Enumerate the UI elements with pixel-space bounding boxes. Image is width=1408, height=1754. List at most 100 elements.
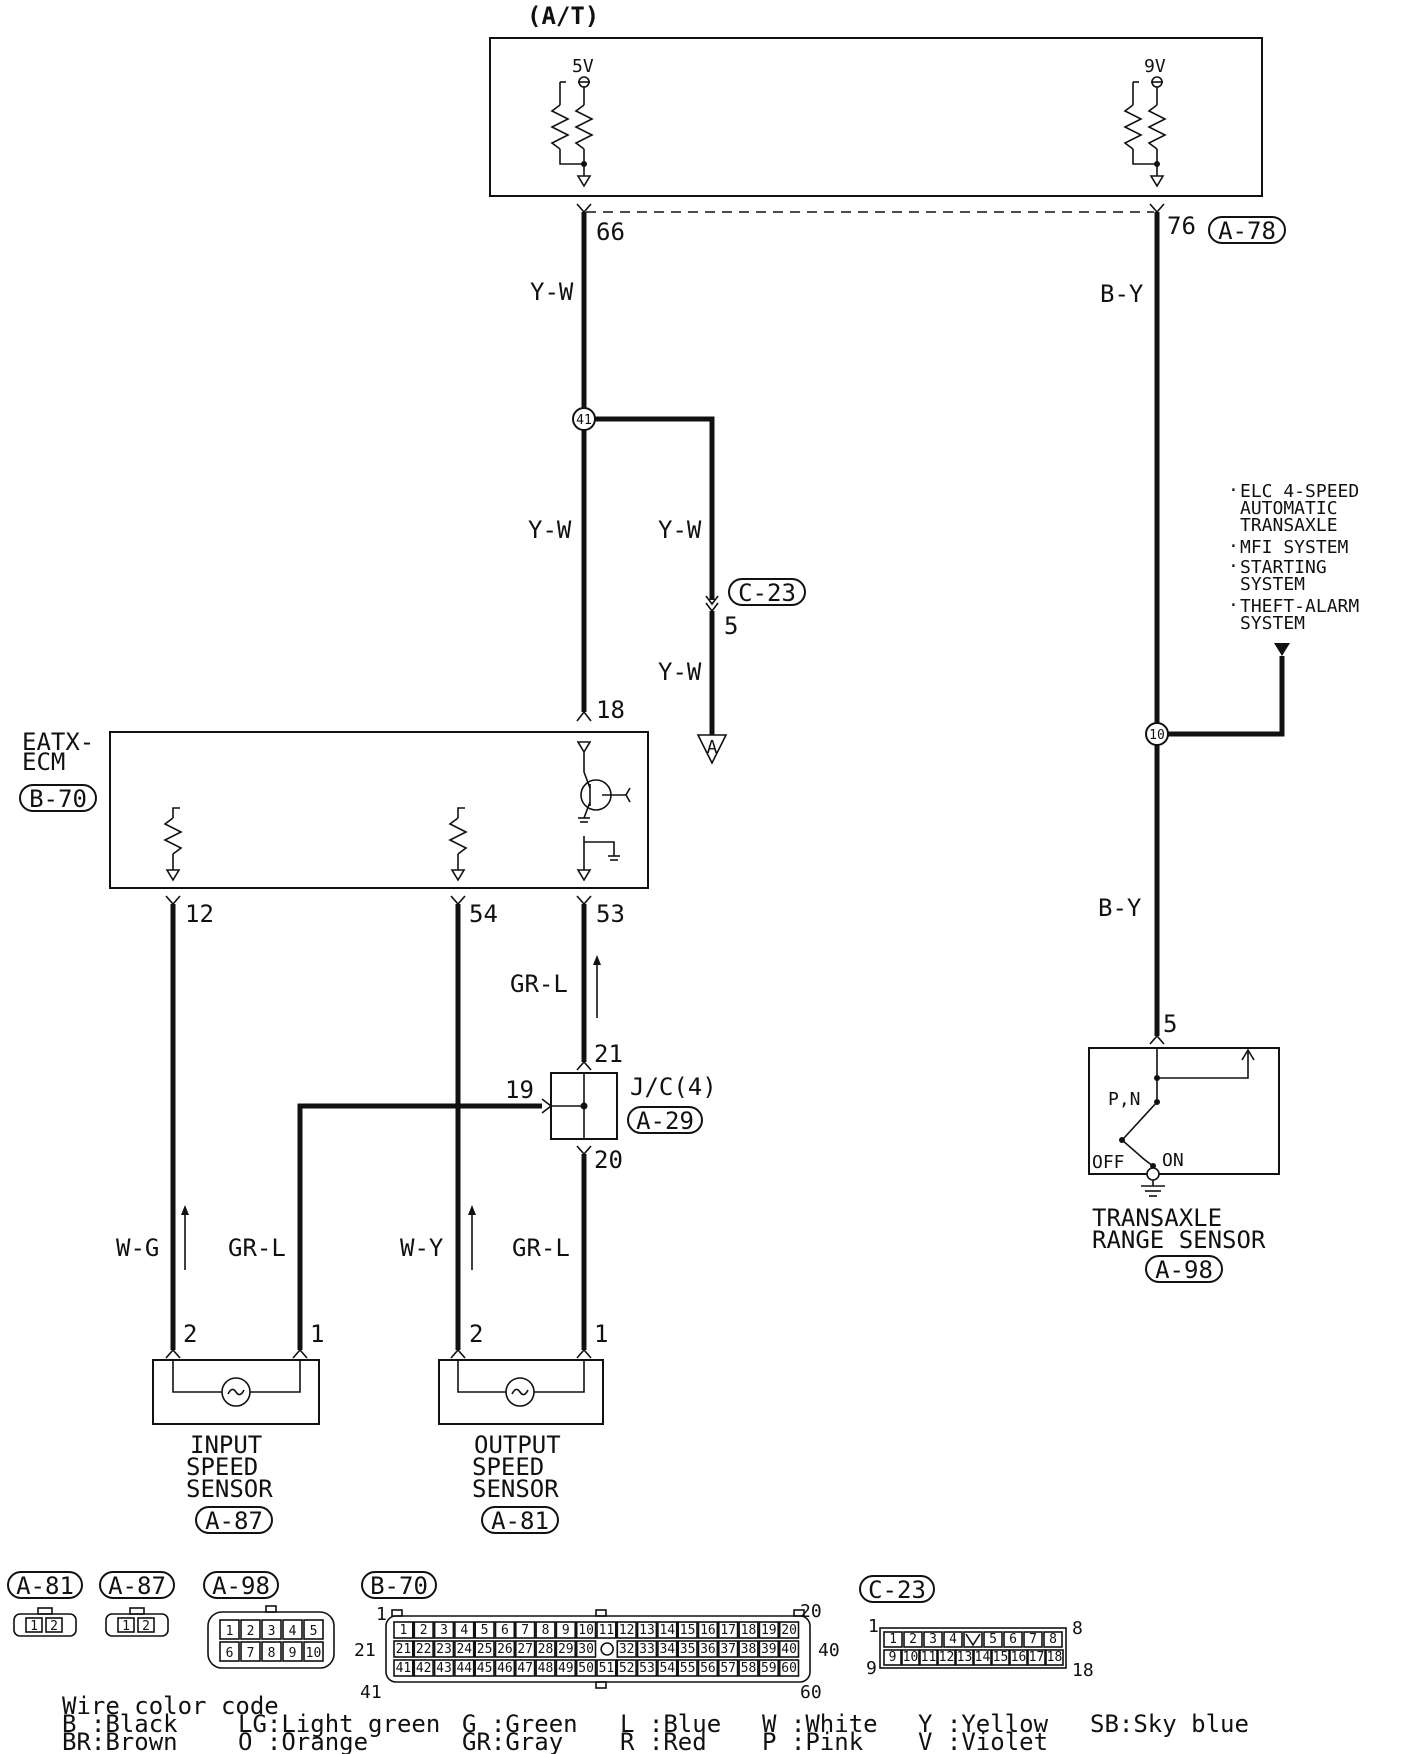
a98-pin-1-label: 1 [226,1624,234,1639]
legend-sb: SB:Sky blue [1090,1710,1249,1738]
input-sensor-line-3: SENSOR [186,1475,273,1503]
input-sensor-line-2: SPEED [186,1453,258,1481]
range-sensor-line-2: RANGE SENSOR [1092,1226,1266,1254]
b70-pin-13 [636,1621,658,1639]
b70-pin-28 [535,1640,556,1658]
a98-pin-3 [261,1619,282,1640]
a98-pin-3-label: 3 [268,1624,276,1639]
legend-b: B :Black [62,1710,178,1738]
c23-pin-14 [973,1649,992,1666]
b70-pin-33 [636,1640,658,1658]
eatx-ecm-module: EATX- ECM B-70 [19,728,649,889]
b70-corner-40: 40 [818,1640,840,1661]
output-sensor-pin-1: 1 [594,1320,608,1348]
a98-pin-2 [240,1619,261,1640]
a98-pin-5-label: 5 [310,1624,318,1639]
b70-pin-21-label: 21 [396,1642,412,1657]
systems-note-line-3: TRANSAXLE [1240,515,1338,536]
b70-pin-60-label: 60 [781,1661,797,1676]
ecm-input-54 [448,807,468,882]
b70-pin-47-label: 47 [517,1661,533,1676]
b70-pin-11-label: 11 [599,1623,615,1638]
b70-pin-56 [697,1659,719,1677]
b70-pin-54 [657,1659,678,1677]
systems-note-line-7: THEFT-ALARM [1240,596,1359,617]
systems-note-line-8: SYSTEM [1240,613,1305,634]
legend-p: P :Pink [762,1728,864,1754]
ecm-name-line-2: ECM [22,748,65,776]
wire-by: 76 A-78 B-Y B-Y 5 [1098,203,1286,1045]
a98-pin-1 [219,1619,240,1640]
c23-pin-18 [1045,1649,1064,1666]
b70-pin-42 [413,1659,434,1677]
b70-pin-55 [677,1659,698,1677]
b70-pin-35 [677,1640,698,1658]
b70-pin-38-label: 38 [741,1642,757,1657]
b70-pin-11 [596,1621,617,1639]
b70-pin-25-label: 25 [477,1642,493,1657]
systems-note-line-1: ELC 4-SPEED [1240,481,1359,502]
c23-pin-8 [1043,1631,1063,1648]
connector-view-a87-label: A-87 [108,1572,166,1600]
b70-pin-50 [575,1659,597,1677]
b70-pin-44 [454,1659,475,1677]
b70-pin-7 [514,1621,536,1639]
pin-66: 66 [596,218,625,246]
b70-pin-5 [474,1621,495,1639]
wire-label-grl-out: GR-L [512,1234,570,1262]
c23-corner-18: 18 [1072,1660,1094,1681]
c23-pin-7 [1023,1631,1043,1648]
c23-pin-12 [937,1649,956,1666]
b70-pin-56-label: 56 [700,1661,716,1676]
a98-pin-9-label: 9 [289,1646,297,1661]
output-sensor-pin-2: 2 [469,1320,483,1348]
c23-pin-13 [955,1649,974,1666]
a87-pin-1: 1 [122,1619,130,1634]
b70-pin-27-label: 27 [517,1642,533,1657]
b70-pin-9 [555,1621,577,1639]
b70-pin-51 [596,1659,617,1677]
a98-pin-7-label: 7 [247,1646,255,1661]
b70-pin-41-label: 41 [396,1661,412,1676]
pin-c23-5: 5 [724,612,738,640]
b70-pin-44-label: 44 [456,1661,472,1676]
b70-pin-14-label: 14 [659,1623,675,1638]
b70-pin-45 [474,1659,495,1677]
b70-pin-22-label: 22 [416,1642,432,1657]
connector-view-a98-label: A-98 [212,1572,270,1600]
range-sensor-connector: A-98 [1155,1256,1213,1284]
c23-pin-5-label: 5 [989,1632,997,1647]
b70-pin-41 [393,1659,414,1677]
at-module: (A/T) 5V 9V [489,2,1263,213]
b70-pin-17 [717,1621,739,1639]
systems-note: · ELC 4-SPEED AUTOMATIC TRANSAXLE · MFI … [1228,480,1359,634]
b70-pin-59-label: 59 [761,1661,777,1676]
jc-name: J/C(4) [630,1073,717,1101]
legend-o: O :Orange [238,1728,368,1754]
wire-yw-main: 66 Y-W Y-W 18 [528,203,625,724]
b70-pin-7-label: 7 [521,1623,529,1638]
b70-pin-60 [778,1659,800,1677]
c23-pin-5 [983,1631,1003,1648]
b70-pin-10-label: 10 [578,1623,594,1638]
b70-pin-19 [758,1621,780,1639]
joint-connector-4: 19 J/C(4) A-29 [505,1072,717,1140]
b70-corner-20: 20 [800,1601,822,1622]
b70-pin-14 [657,1621,678,1639]
connector-view-c23-label: C-23 [868,1576,926,1604]
pin-76: 76 [1167,212,1196,240]
b70-pin-3-label: 3 [440,1623,448,1638]
b70-pin-40 [778,1640,800,1658]
b70-pin-27 [514,1640,536,1658]
b70-pin-36 [697,1640,719,1658]
b70-pin-8-label: 8 [542,1623,550,1638]
b70-pin-45-label: 45 [477,1661,493,1676]
at-module-box [489,37,1263,197]
b70-pin-46-label: 46 [497,1661,513,1676]
b70-pin-18-label: 18 [741,1623,757,1638]
junction-41: 41 [572,407,596,431]
b70-pin-3 [433,1621,455,1639]
c23-pin-1 [883,1631,903,1648]
b70-pin-29 [555,1640,577,1658]
